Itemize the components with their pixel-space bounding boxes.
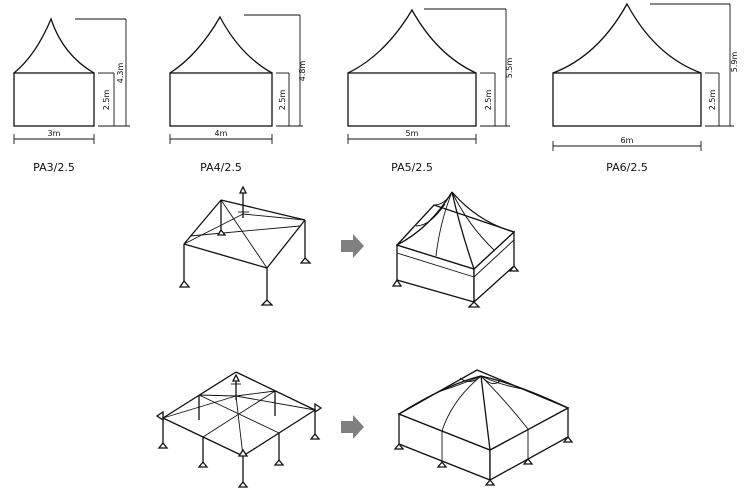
model-label: PA3/2.5 <box>33 161 75 174</box>
model-label: PA6/2.5 <box>606 161 648 174</box>
wall-height-label: 2.5m <box>102 90 111 111</box>
total-height-label: 5.5m <box>505 58 514 79</box>
model-label: PA5/2.5 <box>391 161 433 174</box>
width-label: 5m <box>406 129 419 138</box>
tent-elevation-pa3: 3m 2.5m 4.3m PA3/2.5 <box>13 17 130 174</box>
tent-elevation-pa5: 5m 2.5m 5.5m PA5/2.5 <box>347 8 514 174</box>
single-tent-frame <box>178 185 312 306</box>
width-label: 6m <box>621 136 634 145</box>
arrow-right-icon <box>341 415 364 439</box>
width-label: 3m <box>48 129 61 138</box>
total-height-label: 5.9m <box>730 52 739 73</box>
width-label: 4m <box>215 129 228 138</box>
combined-tent-frame <box>155 371 323 488</box>
total-height-label: 4.8m <box>298 61 307 82</box>
wall-height-label: 2.5m <box>708 90 717 111</box>
single-tent-assembled <box>391 191 520 308</box>
arrow-right-icon <box>341 234 364 258</box>
combined-tent-assembled <box>393 369 574 486</box>
wall-height-label: 2.5m <box>278 90 287 111</box>
tent-elevation-pa6: 6m 2.5m 5.9m PA6/2.5 <box>552 2 739 174</box>
tent-elevation-pa4: 4m 2.5m 4.8m PA4/2.5 <box>169 14 307 174</box>
total-height-label: 4.3m <box>116 63 125 84</box>
wall-height-label: 2.5m <box>484 90 493 111</box>
model-label: PA4/2.5 <box>200 161 242 174</box>
